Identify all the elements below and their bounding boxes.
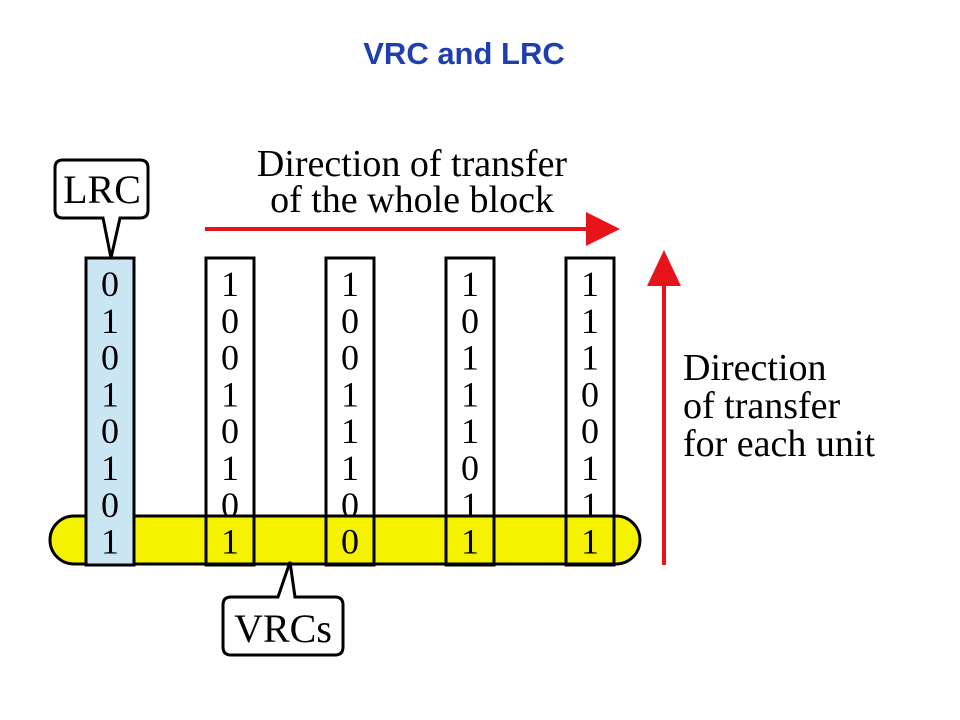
bit-value: 0	[581, 374, 599, 414]
bit-value: 0	[221, 411, 239, 451]
bit-value: 1	[341, 411, 359, 451]
unit-transfer-label-line-3: for each unit	[683, 423, 875, 465]
bit-value: 1	[221, 264, 239, 304]
bit-value: 0	[341, 522, 359, 562]
vrcs-callout: VRCs	[221, 561, 345, 657]
bit-value: 0	[101, 411, 119, 451]
bit-value: 1	[461, 374, 479, 414]
block-transfer-arrow	[205, 212, 620, 246]
block-transfer-label-line-1: Direction of transfer	[257, 143, 568, 185]
bit-value: 1	[461, 338, 479, 378]
bit-value: 1	[221, 374, 239, 414]
bit-value: 1	[221, 522, 239, 562]
bit-value: 1	[581, 448, 599, 488]
data-unit-column	[204, 256, 256, 567]
bit-value: 0	[461, 448, 479, 488]
block-transfer-label-line-2: of the whole block	[270, 179, 554, 221]
bit-value: 0	[341, 338, 359, 378]
bit-value: 0	[101, 485, 119, 525]
bit-value: 1	[101, 301, 119, 341]
slide-title: VRC and LRC	[363, 36, 565, 71]
data-unit-column	[324, 256, 376, 567]
bit-value: 0	[341, 485, 359, 525]
bit-value: 1	[581, 301, 599, 341]
unit-arrow-head	[647, 250, 681, 286]
bit-value: 1	[461, 411, 479, 451]
bit-value: 1	[101, 522, 119, 562]
bit-value: 0	[341, 301, 359, 341]
bit-value: 0	[101, 338, 119, 378]
data-unit-column	[444, 256, 496, 567]
bit-value: 1	[581, 522, 599, 562]
unit-transfer-label-line-1: Direction	[683, 347, 827, 389]
bit-value: 1	[221, 448, 239, 488]
unit-transfer-label-line-2: of transfer	[683, 385, 841, 427]
lrc-callout-bubble	[53, 158, 150, 259]
bit-value: 0	[221, 338, 239, 378]
bit-value: 1	[461, 264, 479, 304]
bit-value: 1	[101, 374, 119, 414]
bit-value: 0	[461, 301, 479, 341]
data-unit-column	[564, 256, 616, 567]
vrcs-label: VRCs	[234, 606, 332, 651]
vrcs-callout-bubble	[221, 561, 345, 657]
bit-value: 1	[461, 485, 479, 525]
bit-value: 0	[221, 301, 239, 341]
bit-value: 1	[101, 448, 119, 488]
bit-value: 0	[221, 485, 239, 525]
lrc-label: LRC	[63, 167, 141, 212]
bit-value: 1	[581, 264, 599, 304]
bit-value: 1	[581, 485, 599, 525]
bit-value: 1	[341, 448, 359, 488]
bit-value: 1	[341, 374, 359, 414]
bit-value: 0	[101, 264, 119, 304]
bit-value: 1	[461, 522, 479, 562]
bit-value: 1	[341, 264, 359, 304]
bit-value: 1	[581, 338, 599, 378]
block-arrow-head	[586, 212, 620, 246]
lrc-callout: LRC	[53, 158, 150, 259]
bit-value: 0	[581, 411, 599, 451]
unit-transfer-arrow	[647, 250, 681, 565]
